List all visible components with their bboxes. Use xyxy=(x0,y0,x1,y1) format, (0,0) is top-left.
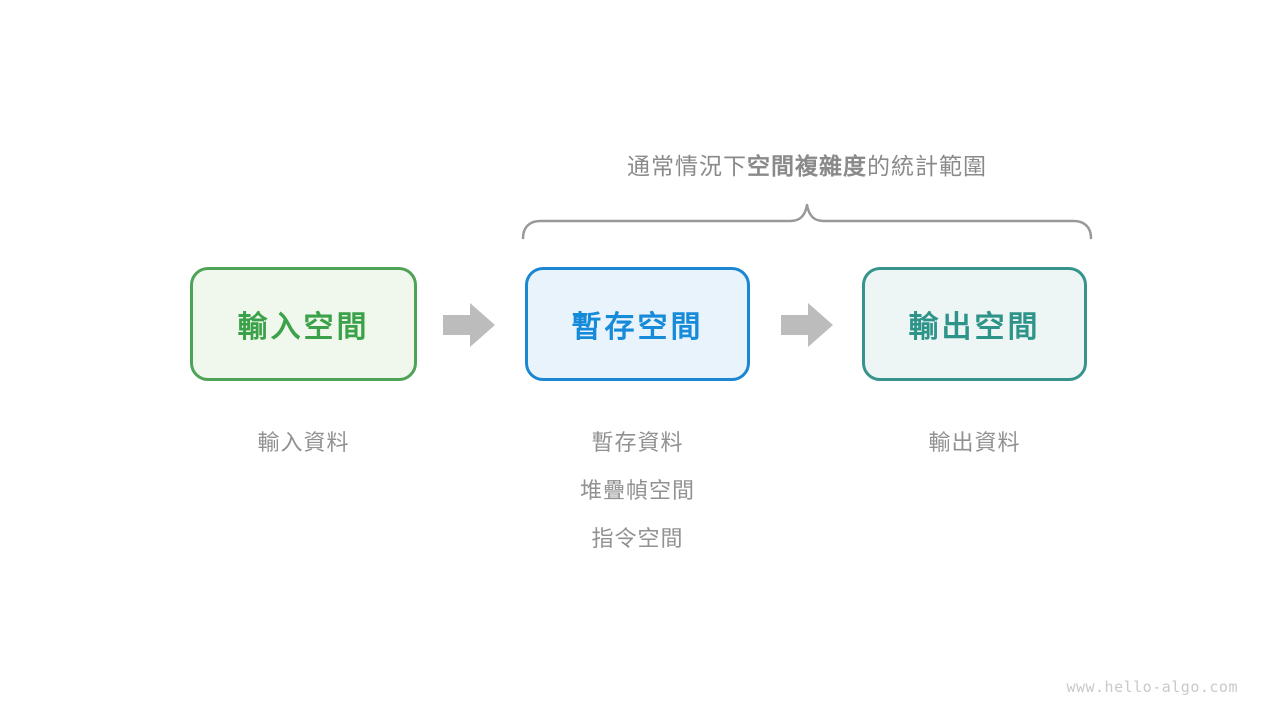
arrow-right-shape xyxy=(781,303,833,347)
box-label: 輸出空間 xyxy=(908,311,1041,344)
site-watermark: www.hello-algo.com xyxy=(1066,678,1238,696)
title-prefix: 通常情況下 xyxy=(627,153,747,179)
title-emphasis: 空間複雜度 xyxy=(747,153,867,179)
caption-input-data: 輸入資料 xyxy=(257,430,350,455)
scope-brace-path xyxy=(521,203,1093,240)
caption-instruction-space: 指令空間 xyxy=(591,526,684,551)
caption-temp-data: 暫存資料 xyxy=(591,430,684,455)
box-label: 輸入空間 xyxy=(237,311,370,344)
arrow-right-icon xyxy=(443,303,495,347)
box-label: 暫存空間 xyxy=(571,311,704,344)
diagram-title: 通常情況下空間複雜度的統計範圍 xyxy=(520,147,1094,181)
title-suffix: 的統計範圍 xyxy=(867,153,987,179)
box-input-space: 輸入空間 xyxy=(190,267,417,381)
box-temp-space: 暫存空間 xyxy=(525,267,750,381)
caption-stack-frame-space: 堆疊幀空間 xyxy=(579,478,695,503)
arrow-right-shape xyxy=(443,303,495,347)
scope-brace xyxy=(521,203,1093,240)
caption-output-data: 輸出資料 xyxy=(928,430,1021,455)
box-output-space: 輸出空間 xyxy=(862,267,1087,381)
arrow-right-icon xyxy=(781,303,833,347)
